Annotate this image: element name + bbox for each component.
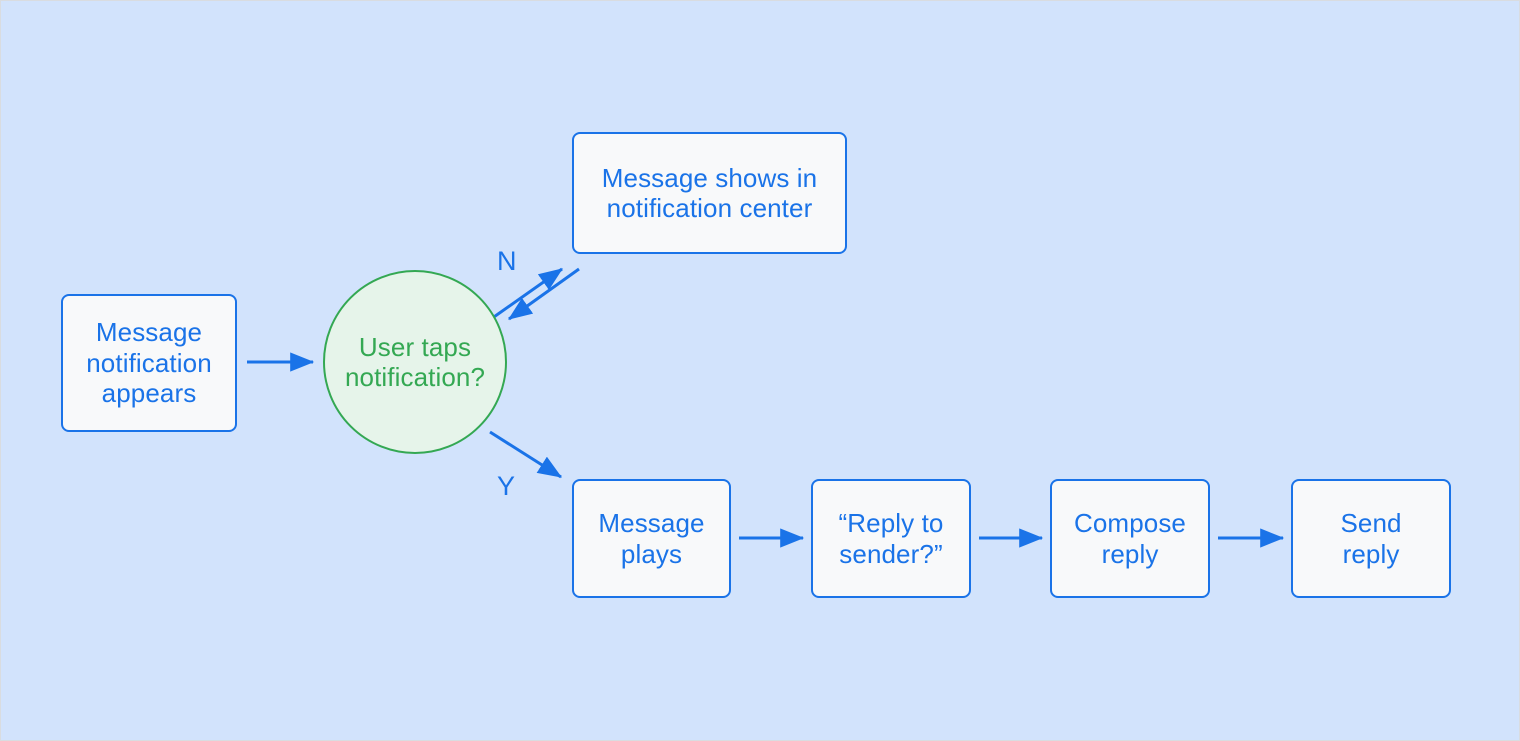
edge-notification-center-to-decision [508, 267, 580, 321]
edge-label-no: N [497, 246, 517, 276]
node-message-shows-in-notification-center[interactable]: Message shows in notification center [572, 132, 847, 254]
node-user-taps-notification[interactable]: User taps notification? [323, 270, 507, 454]
node-message-plays[interactable]: Message plays [572, 479, 731, 598]
node-compose-reply[interactable]: Compose reply [1050, 479, 1210, 598]
node-reply-to-sender[interactable]: “Reply to sender?” [811, 479, 971, 598]
edge-label-yes: Y [497, 471, 516, 501]
node-send-reply[interactable]: Send reply [1291, 479, 1451, 598]
node-message-notification-appears[interactable]: Message notification appears [61, 294, 237, 432]
edge-decision-no-to-notification-center [490, 267, 563, 321]
